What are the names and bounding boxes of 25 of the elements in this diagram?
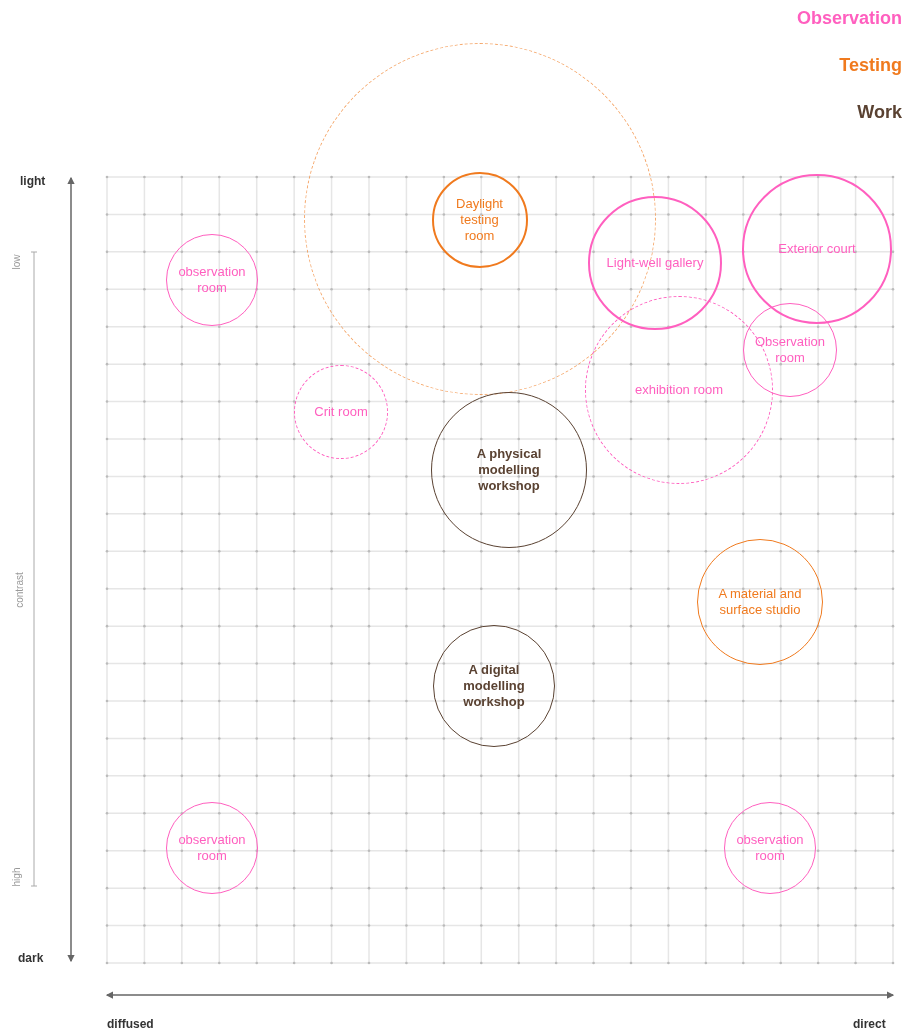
room-label: Crit room [314,404,368,420]
room-label: observation room [735,832,805,864]
axis-label: diffused [107,1017,154,1031]
room-label: exhibition room [634,382,724,398]
axis-label: contrast [13,572,26,608]
room-circle [588,196,722,330]
axis-label: high [10,867,23,887]
legend-label: Work [857,102,902,123]
axis-label: dark [18,951,44,965]
room-label: Light-well gallery [606,255,704,271]
room-label: A digital modelling workshop [462,662,526,710]
room-circle [742,174,892,324]
legend-label: Testing [839,55,902,76]
room-circle [431,171,528,268]
room-label: A material and surface studio [717,586,803,618]
room-label: Observation room [753,334,827,366]
axis-label: direct [853,1017,886,1031]
room-label: Daylight testing room [455,195,504,244]
axis-label: low [10,254,23,270]
room-label: observation room [177,264,247,296]
room-label: Exterior court [778,241,856,257]
axis-label: light [20,174,46,188]
room-label: A physical modelling workshop [475,446,543,494]
room-label: observation room [177,832,247,864]
legend-label: Observation [796,8,902,29]
